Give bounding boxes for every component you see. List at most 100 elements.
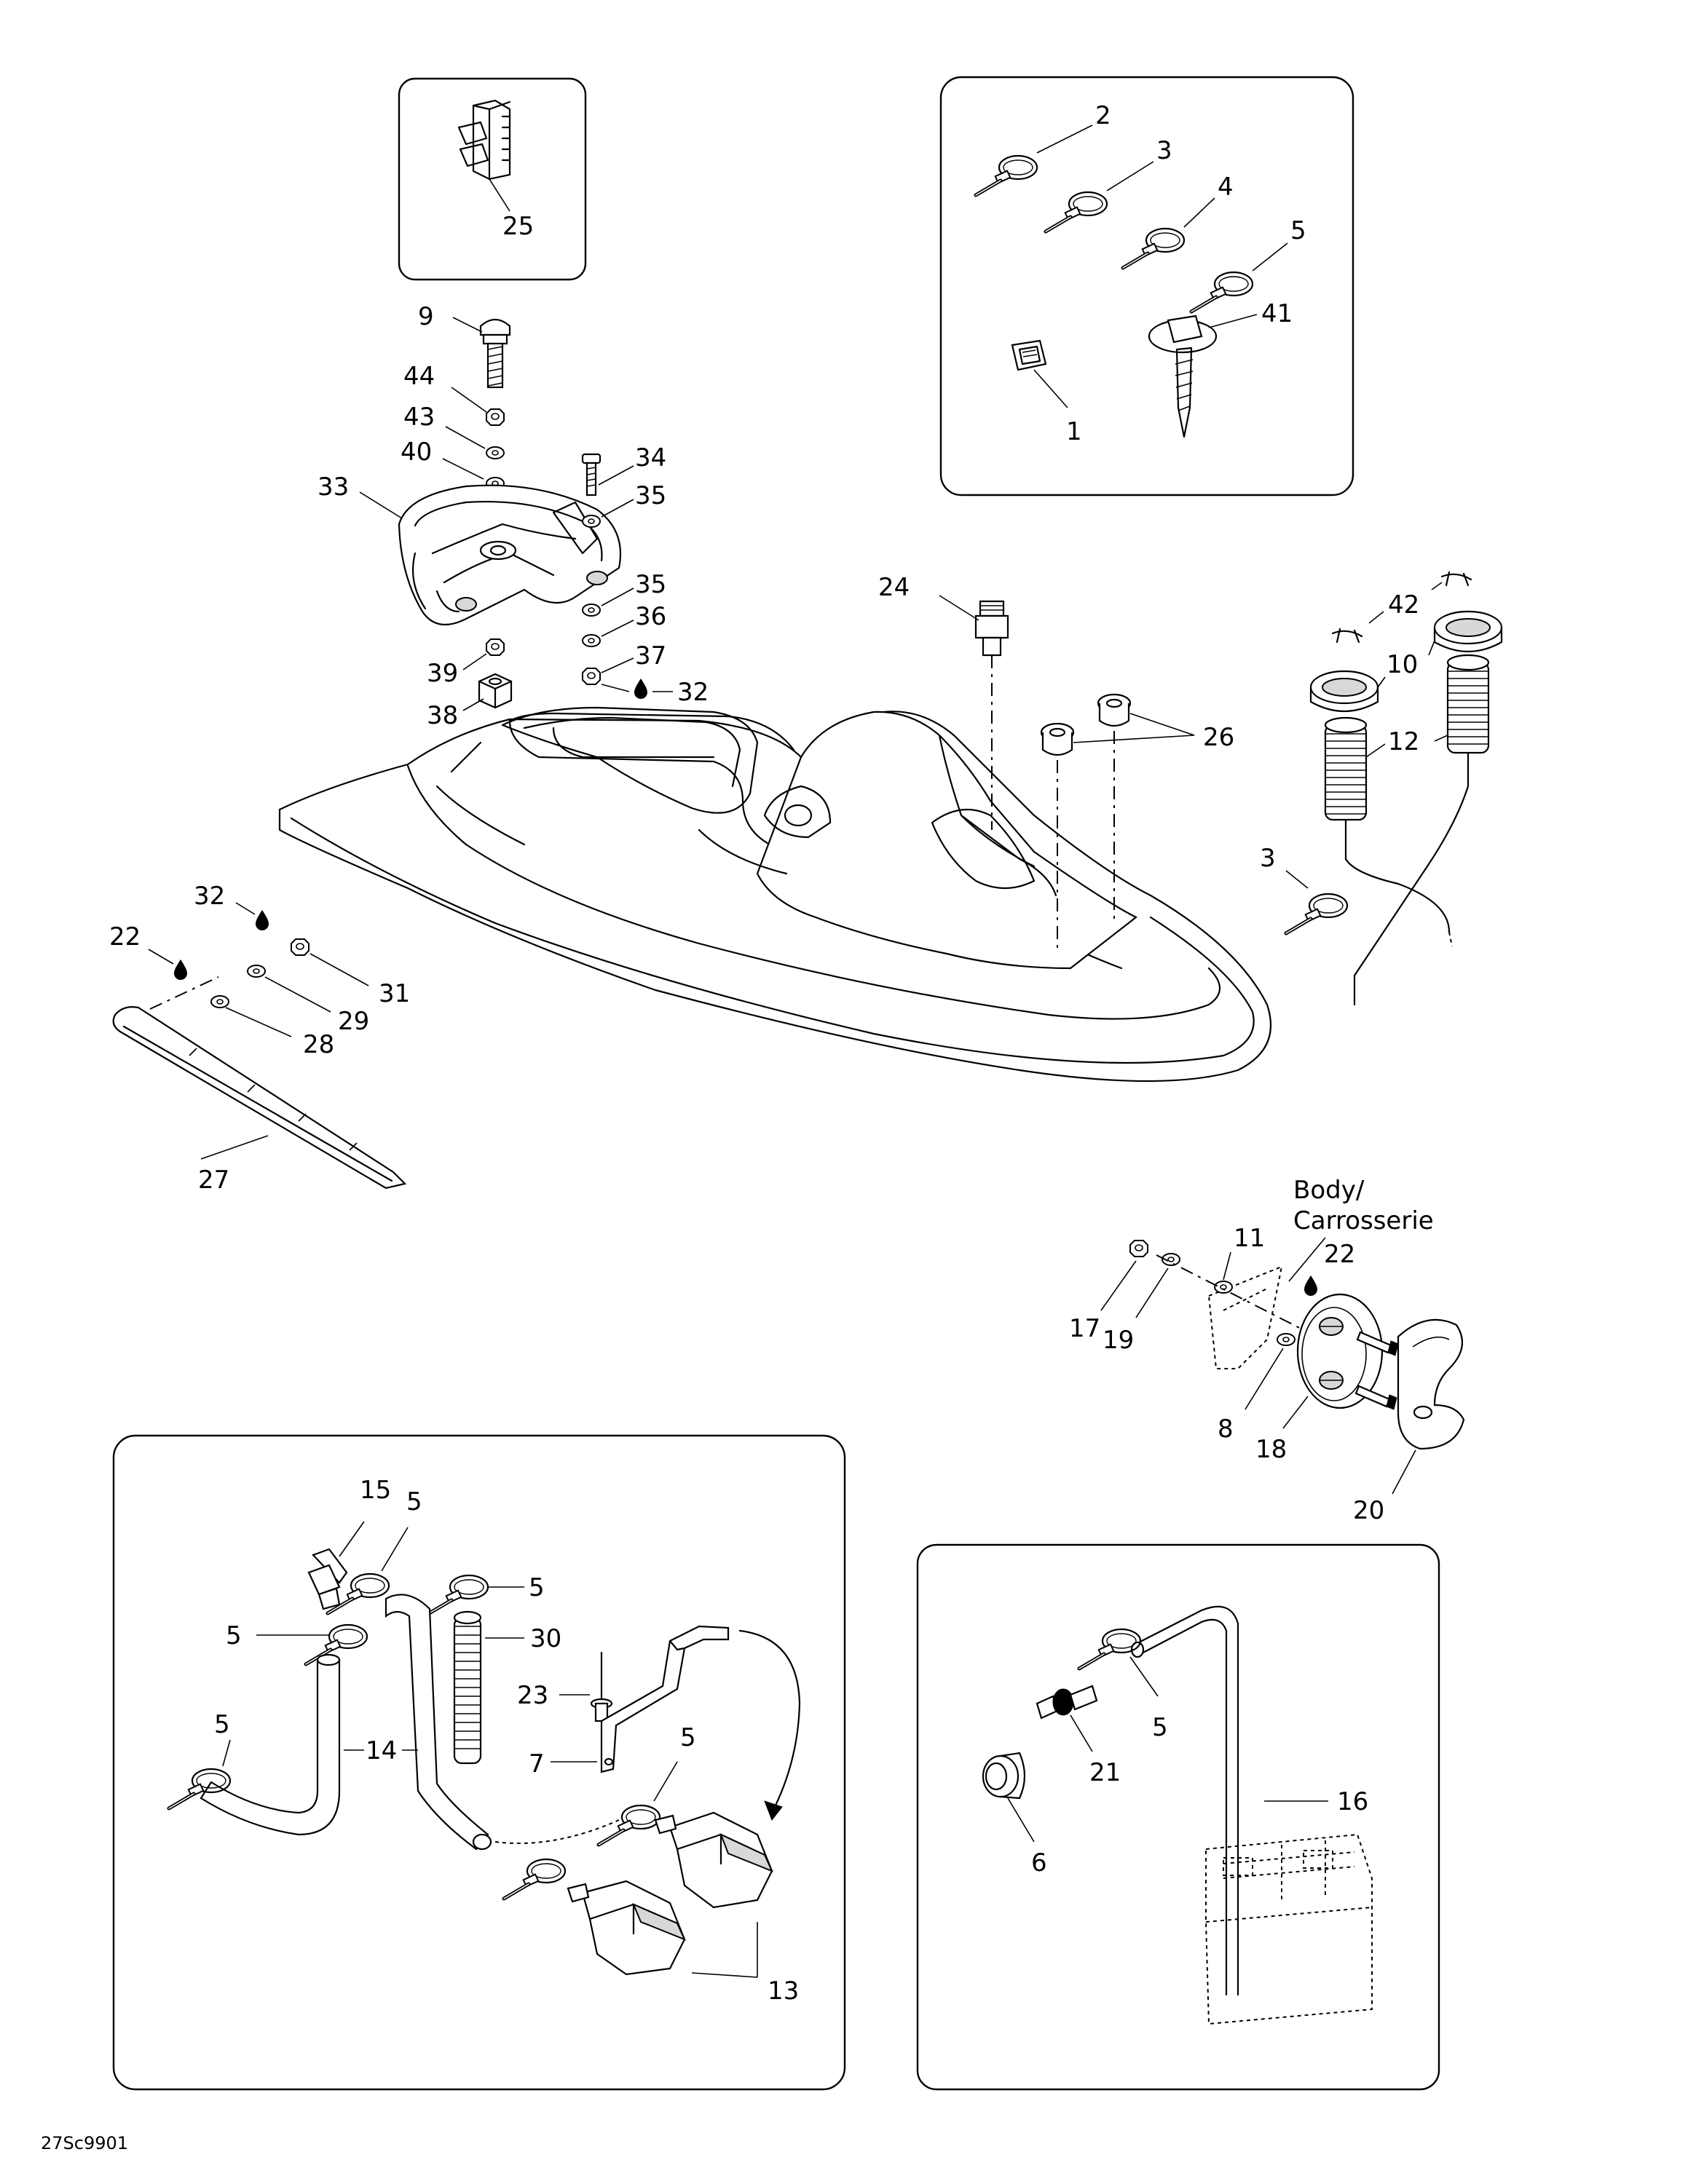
part-washer-29 [247, 965, 266, 978]
callout-5-d: 5 [214, 1710, 230, 1739]
diagram-code: 27Sc9901 [41, 2133, 128, 2153]
part-grommet-26-b [1097, 693, 1132, 727]
callout-32-right: 32 [677, 678, 709, 707]
part-retainer-42-b [1440, 571, 1472, 587]
callout-4: 4 [1218, 173, 1234, 202]
part-washer-36 [582, 634, 601, 647]
callout-32-left: 32 [194, 882, 225, 911]
body-label-line1: Body/ [1293, 1176, 1365, 1205]
part-fitting-24 [974, 600, 1009, 657]
callout-3-top: 3 [1156, 136, 1172, 165]
callout-3-right: 3 [1260, 844, 1276, 873]
callout-1: 1 [1066, 417, 1082, 446]
callout-22-right: 22 [1324, 1240, 1355, 1269]
part-ring-10-b [1433, 610, 1503, 652]
callout-5-a: 5 [406, 1487, 422, 1516]
watercraft-hull [278, 706, 1272, 1083]
part-washer-11 [1214, 1281, 1233, 1294]
callout-19: 19 [1103, 1326, 1134, 1355]
body-label-line2: Carrosserie [1293, 1206, 1434, 1235]
part-rub-rail-27 [112, 1006, 407, 1190]
callout-7: 7 [529, 1749, 545, 1779]
part-washer-28 [210, 995, 229, 1008]
part-tow-hook-20 [1397, 1318, 1465, 1450]
part-hose-14 [200, 1653, 341, 1836]
part-nut-39 [486, 638, 505, 656]
drop-icon [256, 910, 269, 930]
callout-5-b: 5 [529, 1573, 545, 1602]
callout-43: 43 [403, 403, 435, 432]
callout-6: 6 [1031, 1848, 1047, 1878]
callout-14: 14 [366, 1736, 397, 1765]
part-clip-1 [1011, 339, 1047, 371]
callout-13: 13 [768, 1977, 799, 2006]
battery-box-frame [916, 1543, 1440, 2091]
callout-40: 40 [401, 438, 432, 467]
part-washer-8 [1277, 1333, 1295, 1346]
handlebar-assembly: 9 44 43 40 33 [318, 302, 709, 730]
callout-23: 23 [517, 1681, 548, 1710]
part-retainer-42-a [1331, 628, 1363, 644]
tow-hook-group: Body/ Carrosserie 17 19 11 22 8 18 [1069, 1176, 1465, 1525]
part-nut-38 [478, 673, 513, 709]
part-washer-35-top [582, 515, 601, 528]
callout-37: 37 [635, 641, 666, 670]
callout-38: 38 [427, 701, 458, 730]
part-tube-16 [1135, 1605, 1239, 1996]
callout-20: 20 [1353, 1496, 1384, 1525]
part-clip-25 [457, 99, 511, 181]
part-nut-17 [1129, 1240, 1148, 1257]
box-fasteners: 2 3 4 5 1 41 [939, 76, 1354, 496]
callout-28: 28 [303, 1030, 334, 1059]
callout-44: 44 [403, 362, 435, 391]
part-bellows-12-a [1324, 716, 1368, 821]
bellows-group: 42 10 12 3 [1260, 571, 1503, 1006]
part-rivet-23 [590, 1651, 613, 1722]
callout-29: 29 [338, 1007, 369, 1036]
callout-17: 17 [1069, 1314, 1100, 1343]
callout-10: 10 [1387, 650, 1418, 679]
callout-12: 12 [1388, 727, 1419, 756]
callout-36: 36 [635, 602, 666, 631]
box-battery-vent: 16 5 6 21 [916, 1543, 1440, 2091]
part-bottle-13-a [654, 1811, 773, 1909]
part-grommet-26-a [1040, 722, 1075, 756]
part-cap-6 [982, 1752, 1026, 1800]
hose-connect-dotted [494, 1819, 620, 1844]
part-washer-35-bottom [582, 604, 601, 617]
callout-31: 31 [379, 979, 410, 1008]
callout-24: 24 [878, 573, 910, 602]
fastener-box-frame [939, 76, 1354, 496]
callout-2: 2 [1095, 101, 1111, 130]
curved-arrow [738, 1629, 801, 1814]
callout-33: 33 [318, 472, 349, 502]
callout-22-left: 22 [109, 922, 141, 951]
part-nut-44 [486, 408, 505, 426]
part-nut-31 [291, 938, 309, 956]
callout-21: 21 [1089, 1758, 1121, 1787]
part-tube-16-inner [1139, 1618, 1228, 1996]
callout-15: 15 [360, 1476, 391, 1505]
callout-26: 26 [1203, 723, 1234, 752]
part-valve-21 [1036, 1685, 1098, 1720]
callout-34: 34 [635, 443, 666, 472]
part-bellows-12-b [1446, 654, 1490, 754]
callout-30: 30 [530, 1624, 561, 1653]
part-washer-43 [486, 446, 505, 459]
callout-11: 11 [1234, 1224, 1265, 1253]
part-nut-37 [582, 668, 601, 685]
part-elbow-15 [307, 1548, 348, 1610]
battery [1205, 1833, 1373, 2025]
callout-5-top: 5 [1290, 216, 1306, 245]
part-bolt-9 [479, 318, 511, 389]
callout-16: 16 [1337, 1787, 1368, 1816]
part-ring-10-a [1309, 670, 1379, 712]
part-hose-14-middle [384, 1594, 492, 1851]
callout-25: 25 [502, 212, 534, 241]
part-bolt-34 [581, 453, 602, 496]
callout-41: 41 [1261, 299, 1293, 328]
callout-35-top: 35 [635, 481, 666, 510]
part-hose-30 [453, 1610, 482, 1765]
box-drain-kit: 15 5 5 5 14 5 30 [112, 1434, 846, 2091]
